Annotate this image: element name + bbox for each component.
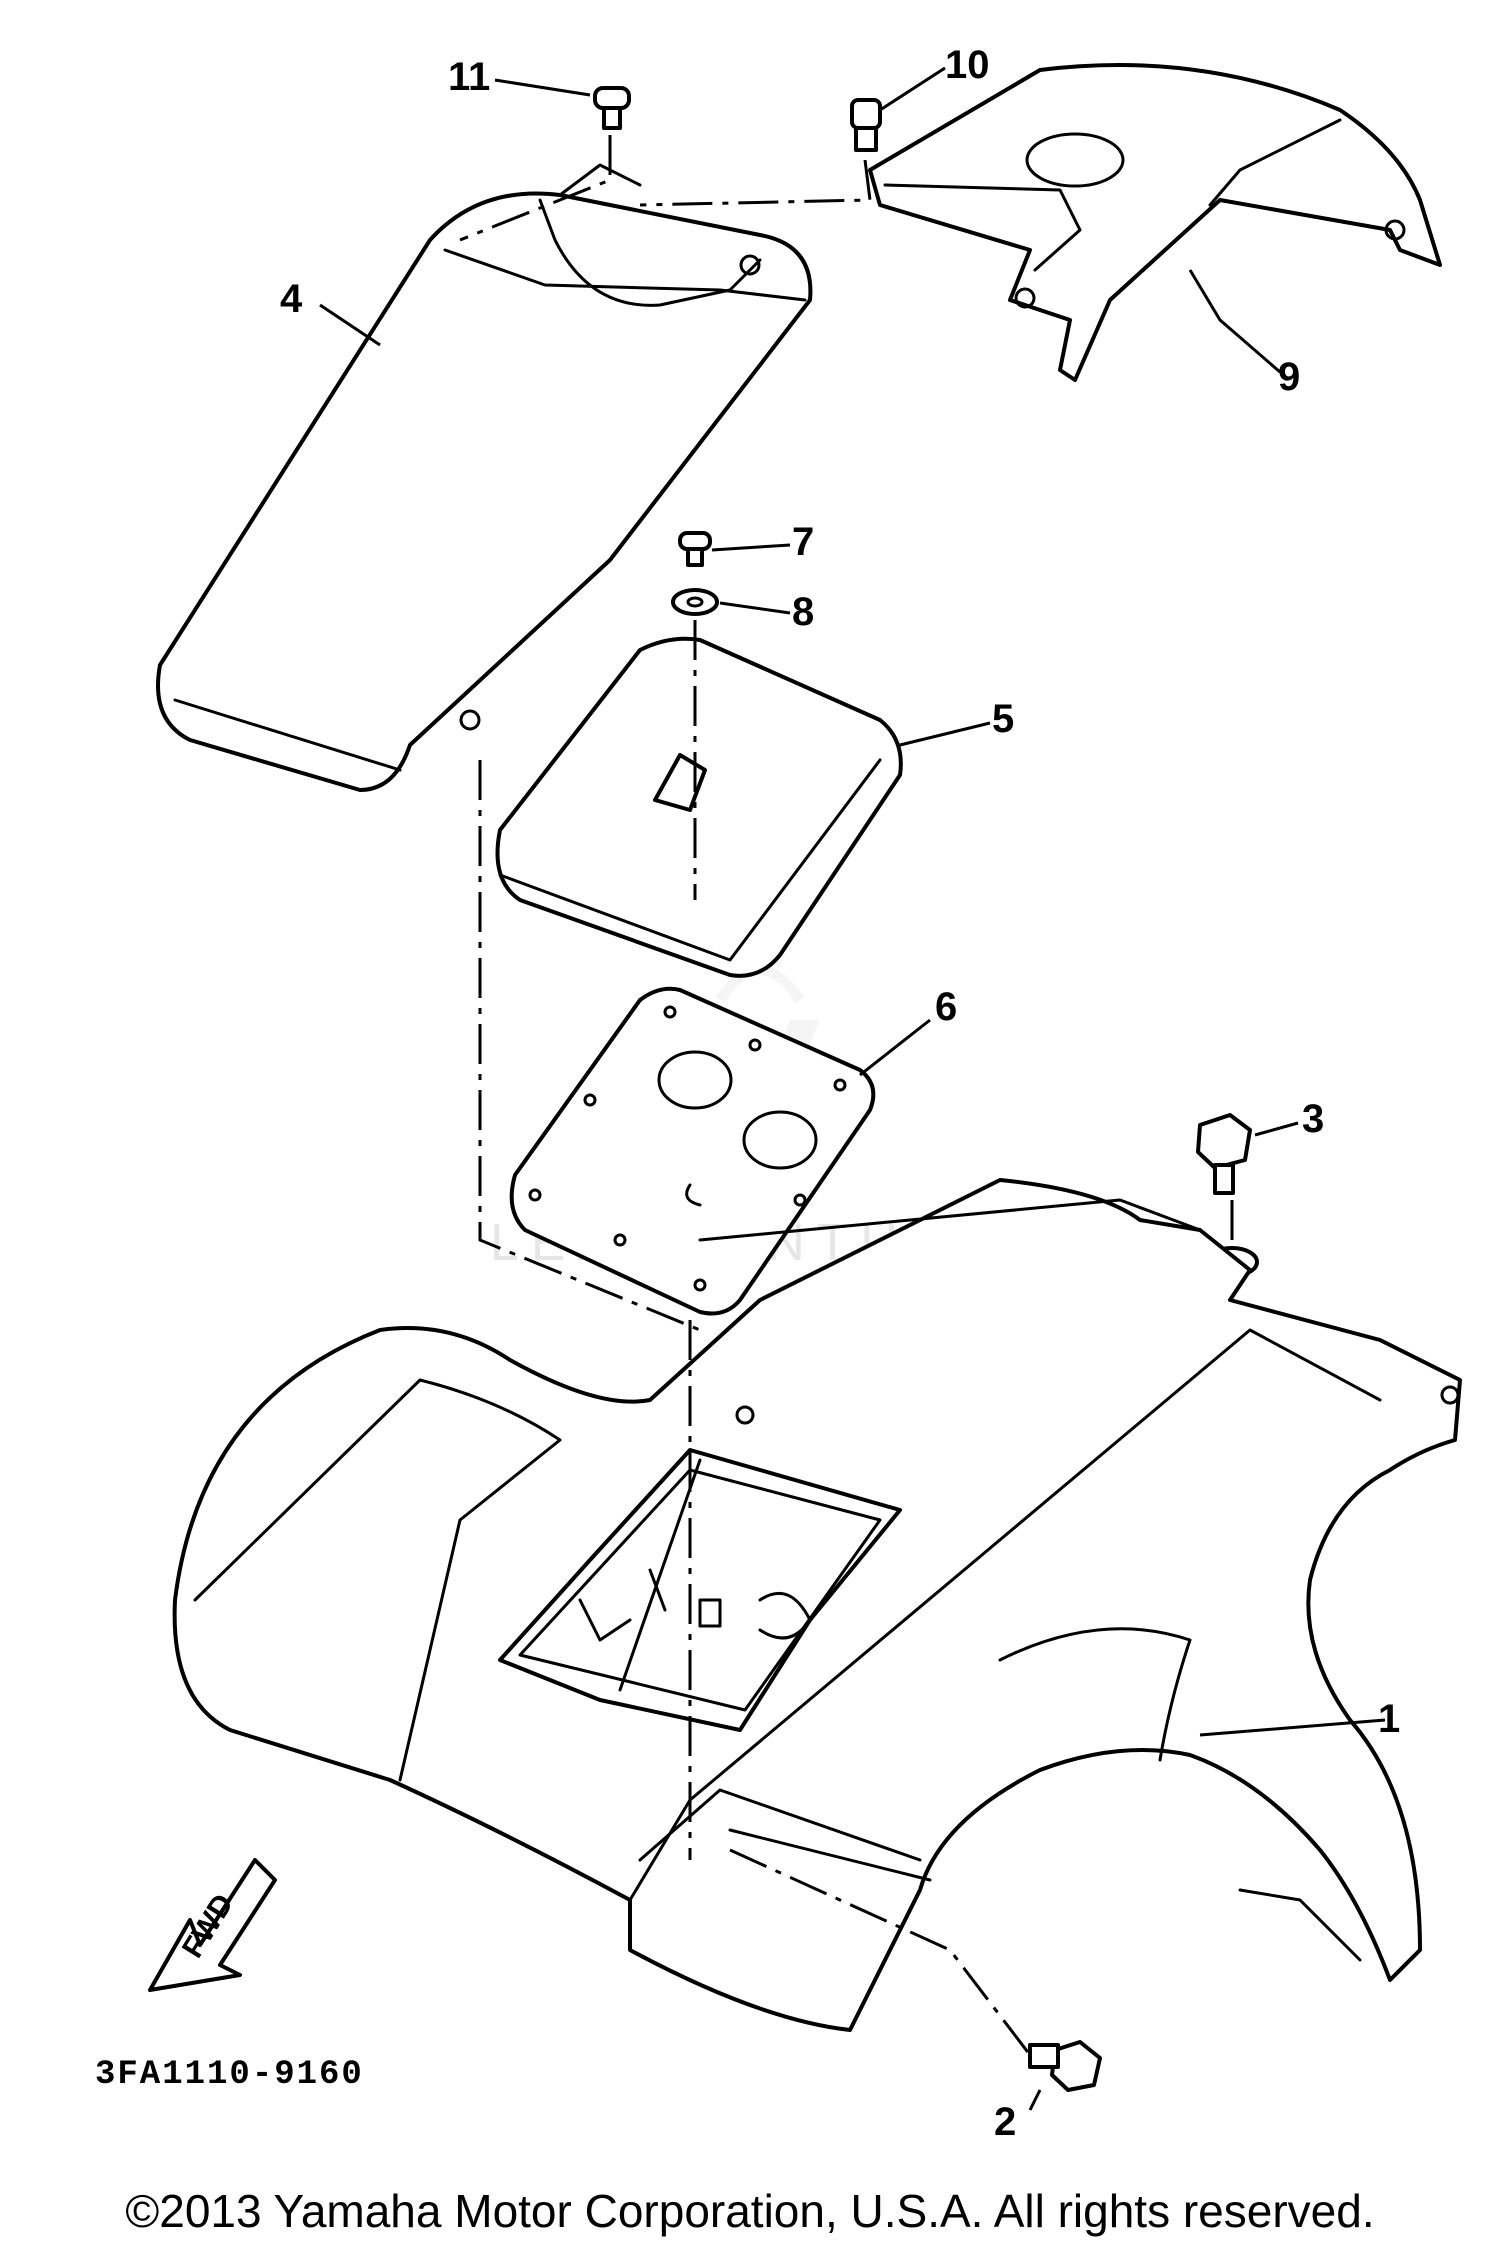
part-10-bolt bbox=[850, 98, 882, 152]
callout-11: 11 bbox=[448, 55, 490, 99]
callout-8: 8 bbox=[792, 590, 814, 634]
diagram-part-code: 3FA1110-9160 bbox=[95, 2056, 364, 2094]
callout-5: 5 bbox=[992, 697, 1014, 741]
assembly-lines bbox=[459, 135, 1234, 2056]
callout-2: 2 bbox=[994, 2100, 1016, 2144]
part-2-bolt bbox=[1028, 2040, 1102, 2092]
callout-9: 9 bbox=[1278, 355, 1300, 399]
part-5-box-lid bbox=[495, 636, 903, 978]
fwd-arrow-icon: FWD bbox=[148, 1858, 277, 1992]
part-9-rear-cover bbox=[868, 63, 1442, 382]
part-11-bolt bbox=[593, 86, 631, 130]
part-4-rear-fender-cover bbox=[156, 163, 813, 792]
callout-4: 4 bbox=[280, 277, 303, 321]
callout-7: 7 bbox=[792, 520, 814, 564]
callout-10: 10 bbox=[945, 43, 990, 87]
part-1-rear-fender bbox=[172, 1178, 1462, 2032]
leader-lines bbox=[319, 66, 1386, 2111]
copyright-notice: ©2013 Yamaha Motor Corporation, U.S.A. A… bbox=[125, 2185, 1375, 2237]
callout-1: 1 bbox=[1378, 1697, 1400, 1741]
callout-6: 6 bbox=[935, 985, 957, 1029]
part-8-washer bbox=[671, 588, 719, 616]
callout-3: 3 bbox=[1302, 1097, 1324, 1141]
part-7-screw bbox=[678, 531, 712, 567]
